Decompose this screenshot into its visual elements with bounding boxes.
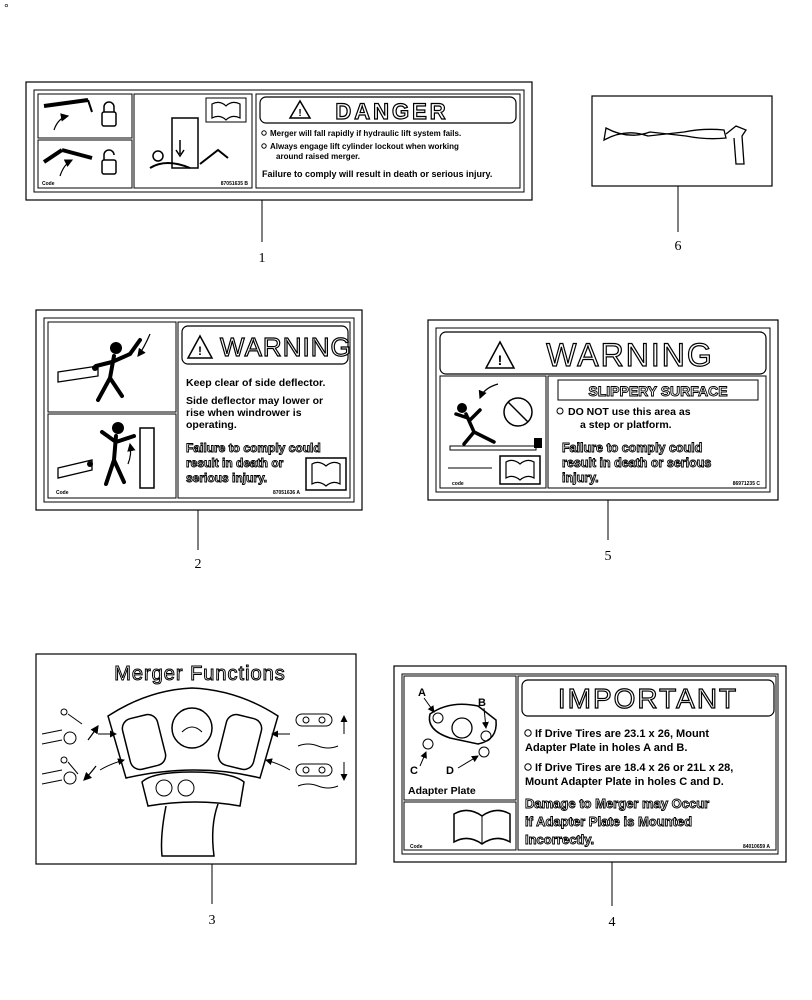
decal-1-bullet-1: Merger will fall rapidly if hydraulic li… — [270, 129, 461, 138]
adapter-plate-icon — [419, 697, 497, 769]
lift-cylinder-locked-icon — [43, 98, 117, 131]
decal-2-failure-1: Failure to comply could — [186, 441, 321, 455]
decal-1-part-number: 87051635 B — [221, 181, 249, 187]
warning-triangle-icon — [288, 99, 312, 119]
decal-3-title: Merger Functions — [114, 663, 286, 685]
warning-triangle-icon — [484, 340, 516, 369]
callout-1: 1 — [259, 251, 266, 266]
manual-book-icon — [453, 809, 511, 845]
decal-2-warning: ! WARNING Keep clear of side deflector. … — [35, 309, 363, 572]
decal-4-bullet-2-line-1: If Drive Tires are 18.4 x 26 or 21L x 28… — [535, 762, 733, 774]
decal-2-failure-3: serious injury. — [186, 471, 267, 485]
decal-1-header: DANGER — [335, 99, 448, 124]
callout-6: 6 — [675, 239, 682, 254]
decal-1-bullet-2: Always engage lift cylinder lockout when… — [270, 142, 459, 151]
decal-6-item: 6 — [591, 95, 773, 254]
svg-text:!: ! — [498, 352, 503, 368]
adapter-plate-label: Adapter Plate — [408, 785, 476, 797]
corner-mark: ° — [4, 1, 9, 15]
decal-1-danger: ! DANGER Merger will fall rapidly if hyd… — [25, 81, 533, 266]
decal-4-damage-3: Incorrectly. — [525, 832, 594, 847]
decal-1-bullet-3: around raised merger. — [276, 152, 360, 161]
decal-5-failure-3: injury. — [562, 471, 599, 485]
hole-label-b: B — [478, 697, 486, 709]
joystick-console-icon — [107, 687, 279, 857]
callout-3: 3 — [209, 913, 216, 928]
decal-4-bullet-1-line-1: If Drive Tires are 23.1 x 26, Mount — [535, 728, 709, 740]
hole-label-a: A — [418, 687, 426, 699]
decal-4-bullet-1-line-2: Adapter Plate in holes A and B. — [525, 742, 687, 754]
tube-icon — [603, 126, 727, 142]
decal-4-header: IMPORTANT — [558, 683, 738, 714]
decal-5-failure-2: result in death or serious — [562, 456, 711, 470]
decal-4-damage-1: Damage to Merger may Occur — [525, 796, 709, 811]
decal-5-header: WARNING — [546, 337, 713, 373]
callout-4: 4 — [609, 915, 616, 930]
callout-2: 2 — [195, 557, 202, 572]
svg-text:!: ! — [198, 344, 202, 358]
decal-5-warning: ! WARNING SLIPPERY SURFACE DO NOT use th… — [427, 319, 779, 564]
side-deflector-hazard-icon — [57, 333, 155, 489]
crush-hazard-icon — [149, 97, 247, 169]
decal-2-line-1: Keep clear of side deflector. — [186, 377, 326, 389]
decal-2-line-4: operating. — [186, 419, 237, 431]
merger-function-side-icons — [41, 708, 348, 789]
decal-2-line-3: rise when windrower is — [186, 407, 302, 419]
lift-cylinder-unlocked-icon — [42, 148, 117, 177]
decal-5-code: code — [452, 481, 464, 487]
decal-4-damage-2: if Adapter Plate is Mounted — [525, 814, 692, 829]
callout-5: 5 — [605, 549, 612, 564]
decal-1-footer: Failure to comply will result in death o… — [262, 169, 492, 179]
decal-5-failure-1: Failure to comply could — [562, 441, 702, 455]
decal-4-part-number: 84010659 A — [743, 844, 770, 850]
hole-label-d: D — [446, 765, 454, 777]
hole-label-c: C — [410, 765, 418, 777]
decal-5-part-number: 86971235 C — [733, 481, 761, 487]
decal-2-code: Code — [56, 490, 69, 496]
decal-2-failure-2: result in death or — [186, 456, 284, 470]
manual-book-icon — [305, 457, 347, 491]
decal-4-important: IMPORTANT A B C D Adapter Plate If Drive… — [393, 665, 787, 930]
decal-2-header: WARNING — [220, 332, 352, 362]
svg-text:!: ! — [298, 108, 301, 119]
decal-5-subheader: SLIPPERY SURFACE — [588, 383, 727, 399]
decal-3-merger-functions: Merger Functions — [35, 653, 357, 928]
decal-4-code: Code — [410, 844, 423, 850]
slip-hazard-icon — [448, 383, 542, 485]
decal-2-line-2: Side deflector may lower or — [186, 395, 323, 407]
decal-1-code: Code — [42, 181, 55, 187]
warning-triangle-icon — [186, 334, 214, 359]
decal-5-bullet-2: a step or platform. — [580, 419, 672, 431]
decal-5-bullet-1: DO NOT use this area as — [568, 406, 691, 418]
decal-4-bullet-2-line-2: Mount Adapter Plate in holes C and D. — [525, 776, 724, 788]
decal-2-part-number: 87051636 A — [273, 490, 300, 496]
